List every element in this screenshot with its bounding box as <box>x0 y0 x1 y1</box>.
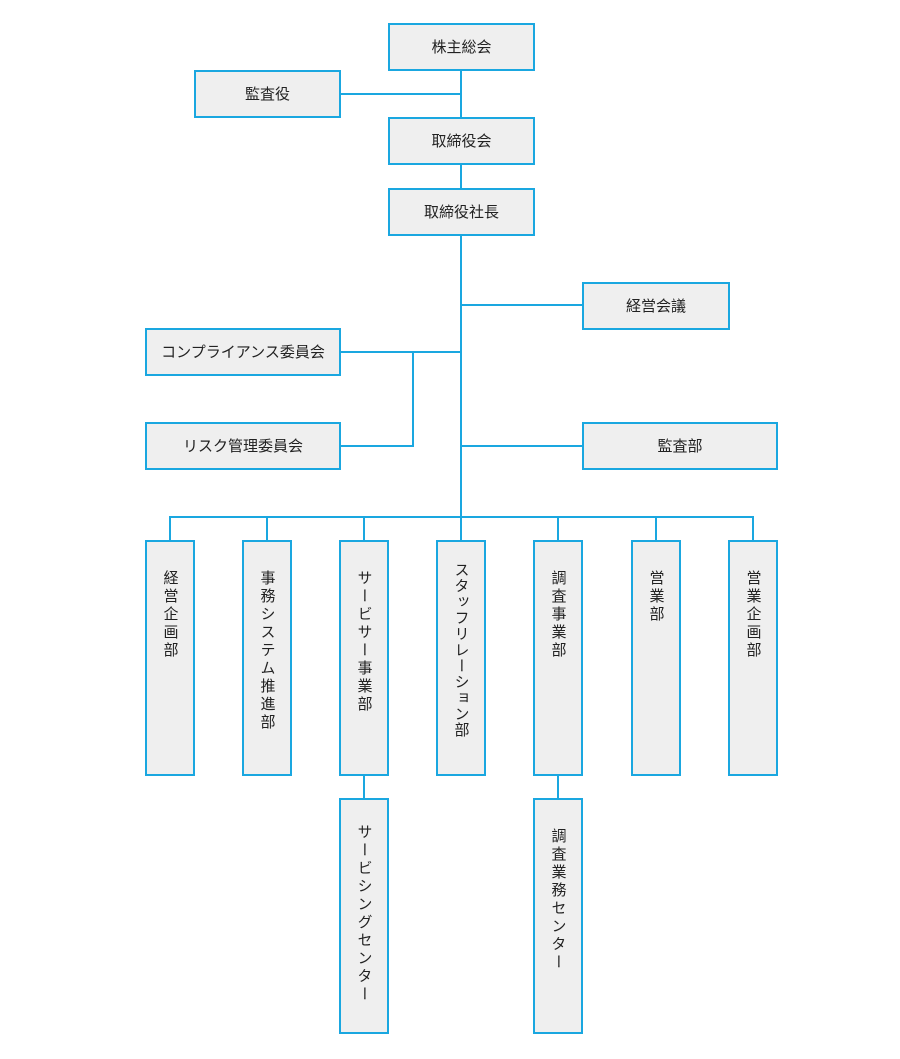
compliance-committee-label: コンプライアンス委員会 <box>161 343 325 361</box>
management-meeting-label: 経営会議 <box>625 297 686 315</box>
connector-line <box>412 351 414 447</box>
department-label: スタッフリレーション部 <box>452 562 471 738</box>
research-center-label: 調査業務センター <box>549 828 568 972</box>
connector-line <box>266 516 268 541</box>
department-box: 経営企画部 <box>145 540 195 776</box>
department-box: 営業部 <box>631 540 681 776</box>
servicing-center-label: サービシングセンター <box>355 824 374 1004</box>
shareholders-meeting-label: 株主総会 <box>431 38 492 56</box>
risk-committee-label: リスク管理委員会 <box>182 437 303 455</box>
department-label: サービサー事業部 <box>355 570 374 714</box>
connector-line <box>655 516 657 541</box>
management-meeting-box: 経営会議 <box>582 282 730 330</box>
connector-line <box>460 445 583 447</box>
department-box: 事務システム推進部 <box>242 540 292 776</box>
research-center-box: 調査業務センター <box>533 798 583 1034</box>
department-label: 経営企画部 <box>161 570 180 660</box>
board-of-directors-box: 取締役会 <box>388 117 535 165</box>
department-box: 営業企画部 <box>728 540 778 776</box>
auditor-label: 監査役 <box>244 85 290 103</box>
department-label: 調査事業部 <box>549 570 568 660</box>
department-label: 事務システム推進部 <box>258 570 277 732</box>
connector-line <box>363 775 365 799</box>
department-box: 調査事業部 <box>533 540 583 776</box>
connector-line <box>340 445 414 447</box>
department-box: サービサー事業部 <box>339 540 389 776</box>
connector-line <box>460 70 462 118</box>
connector-line <box>169 516 171 541</box>
compliance-committee-box: コンプライアンス委員会 <box>145 328 341 376</box>
department-box: スタッフリレーション部 <box>436 540 486 776</box>
board-of-directors-label: 取締役会 <box>431 132 492 150</box>
connector-line <box>557 775 559 799</box>
connector-line <box>340 93 461 95</box>
connector-line <box>460 516 462 541</box>
department-label: 営業部 <box>647 570 666 624</box>
audit-department-box: 監査部 <box>582 422 778 470</box>
president-label: 取締役社長 <box>423 203 499 221</box>
shareholders-meeting-box: 株主総会 <box>388 23 535 71</box>
audit-department-label: 監査部 <box>657 437 703 455</box>
president-box: 取締役社長 <box>388 188 535 236</box>
connector-line <box>460 304 583 306</box>
connector-line <box>460 235 462 518</box>
connector-line <box>363 516 365 541</box>
auditor-box: 監査役 <box>194 70 341 118</box>
servicing-center-box: サービシングセンター <box>339 798 389 1034</box>
connector-line <box>460 165 462 188</box>
risk-committee-box: リスク管理委員会 <box>145 422 341 470</box>
connector-line <box>340 351 461 353</box>
connector-line <box>557 516 559 541</box>
connector-line <box>752 516 754 541</box>
department-label: 営業企画部 <box>744 570 763 660</box>
